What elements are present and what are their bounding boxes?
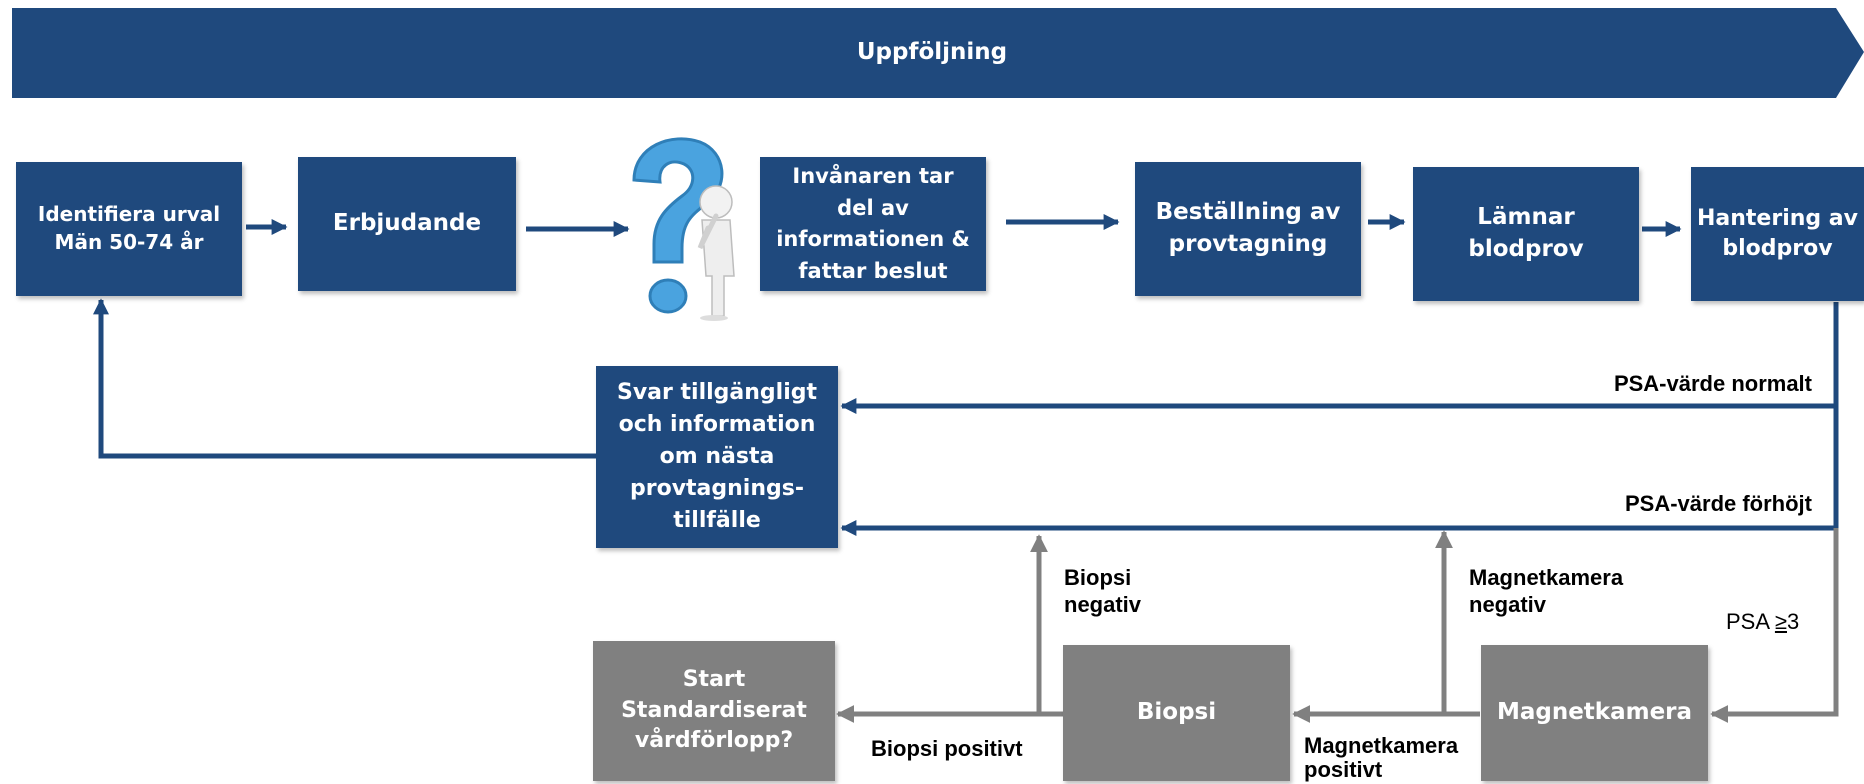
thinking-figure-question-mark-icon xyxy=(632,137,735,321)
step-erbjudande: Erbjudande xyxy=(298,157,516,291)
label-biopsi-negativ: Biopsi negativ xyxy=(1064,565,1142,617)
step-magnetkamera: Magnetkamera xyxy=(1481,645,1708,781)
banner-arrow xyxy=(12,8,1864,98)
psa-threshold-prefix: PSA xyxy=(1726,609,1775,634)
label-magnetkamera-negativ: Magnetkamera negativ xyxy=(1469,565,1624,617)
label-biopsi-positivt: Biopsi positivt xyxy=(871,736,1023,761)
step-start-standardiserat: Start Standardiserat vårdförlopp? xyxy=(593,641,835,781)
step-identifiera-urval: Identifiera urval Män 50-74 år xyxy=(16,162,242,296)
label-psa-forhojt: PSA-värde förhöjt xyxy=(1624,491,1812,516)
step-lamnar-blodprov: Lämnar blodprov xyxy=(1413,167,1639,301)
line-svar-to-identifiera xyxy=(92,298,596,459)
step-hantering: Hantering av blodprov xyxy=(1691,167,1864,301)
label-magnetkamera-positivt: Magnetkamera positivt xyxy=(1304,733,1459,783)
label-psa-normalt: PSA-värde normalt xyxy=(1613,371,1812,396)
psa-threshold-value: 3 xyxy=(1787,609,1800,634)
step-bestallning: Beställning av provtagning xyxy=(1135,162,1361,296)
label-psa-threshold: PSA ≥3 xyxy=(1726,609,1799,636)
step-biopsi: Biopsi xyxy=(1063,645,1290,781)
psa-threshold-sign: ≥ xyxy=(1774,609,1787,634)
step-invanaren-beslut: Invånaren tar del av informationen & fat… xyxy=(760,157,986,291)
line-psa-to-magnetkamera xyxy=(1710,528,1839,723)
banner-title: Uppföljning xyxy=(856,39,1008,65)
step-svar-tillgangligt: Svar tillgängligt och information om näs… xyxy=(596,366,838,548)
